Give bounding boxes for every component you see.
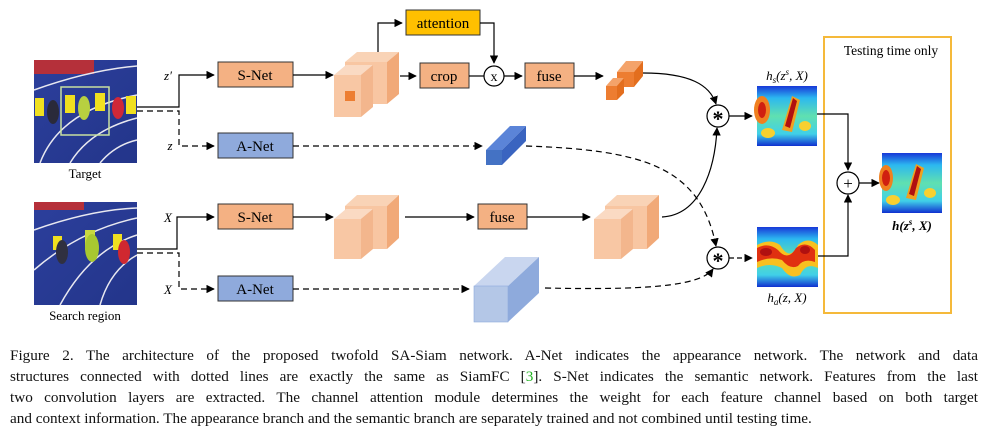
connector-search-corr-bottom — [544, 268, 714, 290]
connector-search-snet — [137, 212, 215, 250]
fuse-bottom-block — [477, 203, 528, 230]
connector-template-corr-top — [642, 72, 718, 105]
feature-map-cubes-top — [334, 52, 399, 117]
crop-label: crop — [431, 69, 458, 85]
figure-caption: Figure 2. The architecture of the propos… — [10, 345, 978, 429]
connector-ha-sum — [818, 194, 853, 257]
snet-top-label: S-Net — [238, 68, 274, 84]
anet-top-block — [217, 132, 294, 159]
z-label: z — [166, 138, 172, 153]
search-region-label: Search region — [49, 308, 121, 323]
feature-map-cubes-bottom — [334, 195, 399, 259]
anet-bottom-block — [217, 275, 294, 302]
connector-template-corr-bottom — [525, 145, 719, 247]
crop-region-marker — [345, 91, 355, 101]
connector-search-anet — [137, 252, 215, 294]
correlation-symbol-top: * — [713, 106, 724, 131]
architecture-diagram: Target Search region z′ z S-Net A-Net — [33, 9, 952, 323]
ha-label: ha(z, X) — [767, 290, 806, 307]
citation-link[interactable]: 3 — [525, 368, 534, 385]
caption-line-2-head: structures connected with dotted lines a… — [10, 368, 526, 385]
target-label: Target — [69, 166, 102, 181]
testing-time-label: Testing time only — [844, 43, 939, 58]
caption-line-4: and context information. The appearance … — [10, 410, 812, 427]
heatmap-semantic — [754, 86, 817, 146]
hs-label: hs(zs, X) — [766, 67, 808, 85]
attention-label: attention — [417, 16, 470, 32]
caption-line-2: structures connected with dotted lines a… — [10, 366, 978, 387]
multiply-symbol: x — [491, 70, 498, 85]
fuse-top-label: fuse — [537, 69, 562, 85]
z-prime-label: z′ — [163, 68, 172, 83]
crop-block — [419, 62, 470, 89]
target-image — [33, 60, 138, 164]
testing-time-box — [823, 36, 952, 314]
h-label: h(zs, X) — [892, 217, 932, 233]
connector-features-attention — [377, 18, 403, 52]
snet-bottom-label: S-Net — [238, 210, 274, 226]
anet-bottom-label: A-Net — [236, 282, 274, 298]
caption-line-2-tail: ]. S-Net indicates the semantic network.… — [533, 368, 979, 385]
connector-target-snet — [137, 70, 215, 108]
anet-top-label: A-Net — [236, 139, 274, 155]
connector-search-corr-top — [661, 127, 721, 218]
snet-top-block — [217, 61, 294, 88]
fuse-top-block — [524, 62, 575, 89]
fuse-bottom-label: fuse — [490, 210, 515, 226]
heatmap-appearance — [757, 227, 818, 287]
connector-hs-sum — [817, 113, 853, 171]
connector-attention-multiply — [480, 22, 499, 64]
correlation-symbol-bottom: * — [713, 248, 724, 273]
template-feature-appearance — [486, 126, 526, 165]
sum-symbol: + — [843, 174, 853, 193]
connector-target-anet — [137, 110, 215, 151]
x-bottom-label: X — [163, 282, 173, 297]
search-feature-semantic — [594, 195, 659, 259]
snet-bottom-block — [217, 203, 294, 230]
heatmap-combined — [879, 153, 942, 213]
x-top-label: X — [163, 210, 173, 225]
search-region-image — [33, 202, 138, 306]
caption-line-1: Figure 2. The architecture of the propos… — [10, 347, 978, 364]
caption-line-3: two convolution layers are extracted. Th… — [10, 389, 978, 406]
attention-block — [405, 9, 481, 36]
search-feature-appearance — [473, 257, 539, 323]
template-feature-semantic — [606, 61, 643, 100]
